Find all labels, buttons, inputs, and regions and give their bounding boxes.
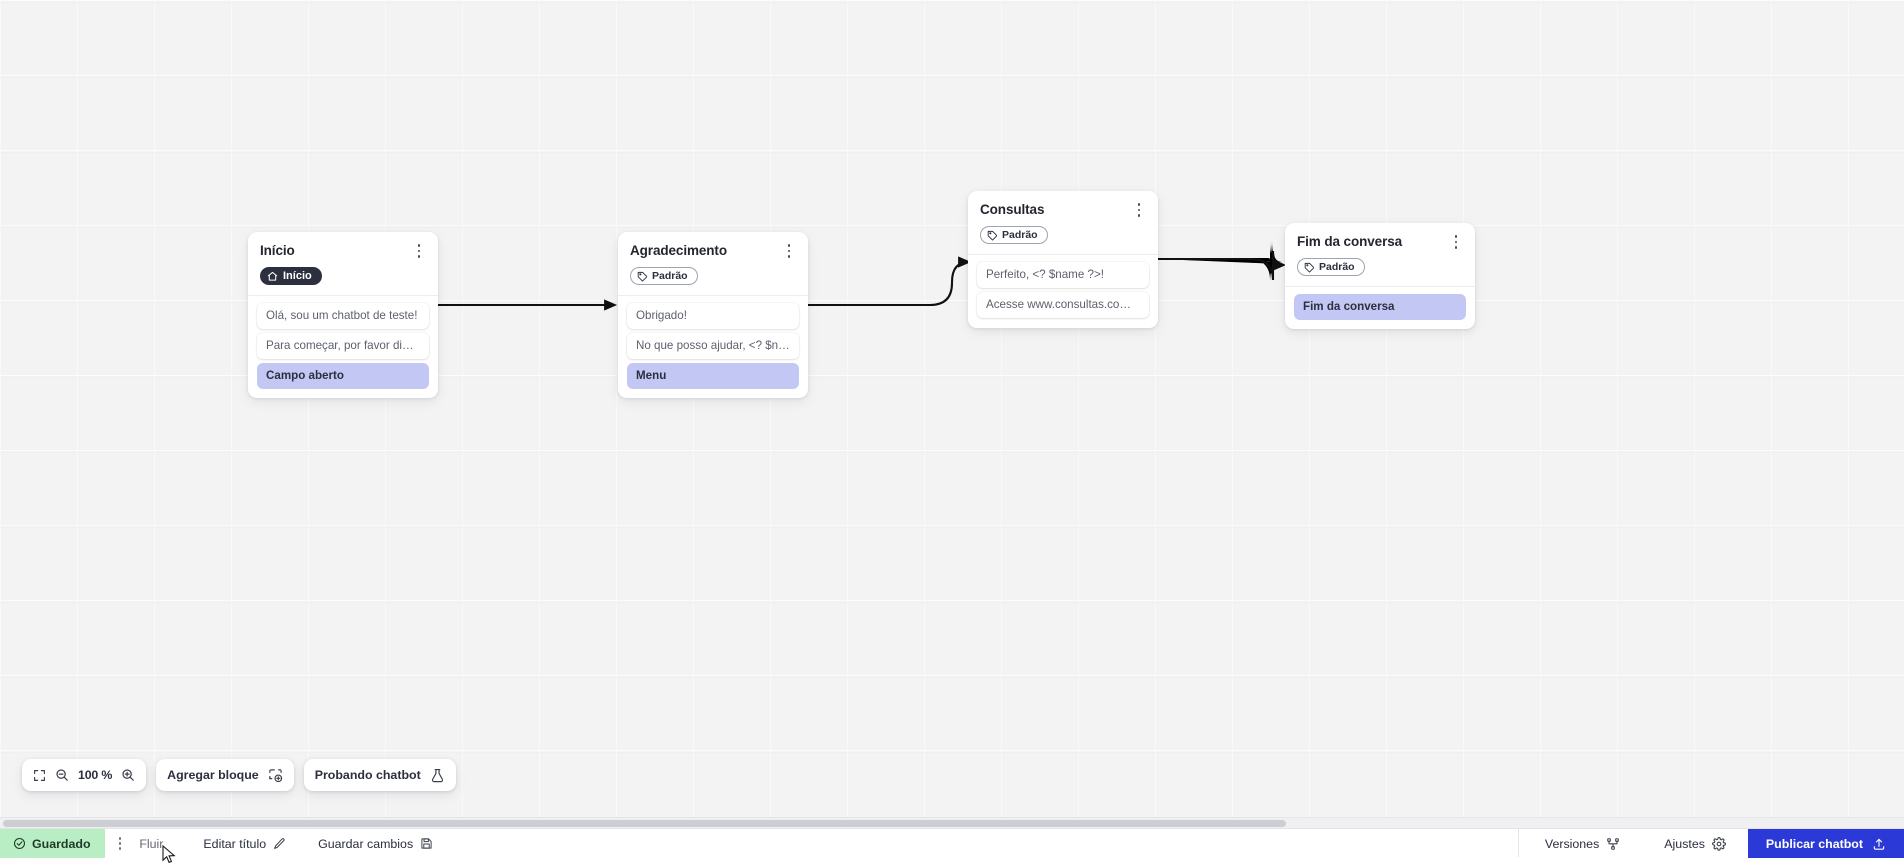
node-title: Início <box>260 243 295 259</box>
node-badges: Padrão <box>627 260 799 287</box>
versions-label: Versiones <box>1545 837 1599 851</box>
home-icon <box>267 271 278 282</box>
default-badge-label: Padrão <box>652 270 688 282</box>
node-title: Agradecimento <box>630 243 727 259</box>
save-changes-label: Guardar cambios <box>318 837 413 851</box>
node-header: Início <box>257 241 429 260</box>
node-header: Consultas <box>977 200 1149 219</box>
default-badge[interactable]: Padrão <box>1297 258 1365 276</box>
default-badge[interactable]: Padrão <box>980 226 1048 244</box>
default-badge-label: Padrão <box>1319 261 1355 273</box>
pencil-icon <box>273 837 286 850</box>
zoom-level: 100 % <box>78 768 112 782</box>
flow-tab[interactable]: Fluir <box>133 829 187 858</box>
scrollbar-thumb[interactable] <box>3 820 1286 827</box>
node-rows: Obrigado! No que posso ajudar, <? $name … <box>627 303 799 389</box>
message-row[interactable]: Para começar, por favor digite o ... <box>257 333 429 359</box>
add-block-label: Agregar bloque <box>167 768 259 782</box>
divider <box>618 295 808 296</box>
status-bar-left: Guardado Fluir Editar título Guardar cam… <box>0 829 449 857</box>
publish-label: Publicar chatbot <box>1766 837 1863 851</box>
node-inicio[interactable]: Início Início Olá, sou um chatbot de tes… <box>248 232 438 398</box>
save-icon <box>420 837 433 850</box>
zoom-controls: 100 % <box>22 759 146 791</box>
default-badge[interactable]: Padrão <box>630 267 698 285</box>
node-consultas[interactable]: Consultas Padrão Perfeito, <? $name ?>! … <box>968 191 1158 328</box>
action-row[interactable]: Fim da conversa <box>1294 294 1466 320</box>
default-badge-label: Padrão <box>1002 229 1038 241</box>
divider <box>1285 286 1475 287</box>
message-row[interactable]: Obrigado! <box>627 303 799 329</box>
node-badges: Padrão <box>977 219 1149 246</box>
message-row[interactable]: Acesse www.consultas.com par... <box>977 292 1149 318</box>
gear-icon <box>1712 837 1726 851</box>
node-rows: Olá, sou um chatbot de teste! Para começ… <box>257 303 429 389</box>
node-agradecimento[interactable]: Agradecimento Padrão Obrigado! No que po… <box>618 232 808 398</box>
edge-consultas-fim <box>1156 251 1284 280</box>
node-title: Consultas <box>980 202 1044 218</box>
node-rows: Perfeito, <? $name ?>! Acesse www.consul… <box>977 262 1149 318</box>
tag-icon <box>987 230 998 241</box>
start-badge-label: Início <box>283 270 312 282</box>
branch-icon <box>1606 837 1620 851</box>
saved-label: Guardado <box>32 837 91 851</box>
status-bar-right: Versiones Ajustes Publicar chatbot <box>1518 829 1904 857</box>
action-row[interactable]: Campo aberto <box>257 363 429 389</box>
node-title: Fim da conversa <box>1297 234 1402 250</box>
test-chatbot-label: Probando chatbot <box>315 768 421 782</box>
saved-status-badge: Guardado <box>0 829 105 858</box>
status-bar: Guardado Fluir Editar título Guardar cam… <box>0 828 1904 857</box>
tag-icon <box>637 271 648 282</box>
edit-title-label: Editar título <box>203 837 266 851</box>
kebab-icon <box>119 837 122 850</box>
settings-label: Ajustes <box>1664 837 1705 851</box>
start-badge[interactable]: Início <box>260 267 322 285</box>
save-changes-button[interactable]: Guardar cambios <box>302 829 449 858</box>
edit-title-button[interactable]: Editar título <box>187 829 302 858</box>
node-badges: Início <box>257 260 429 287</box>
node-menu-button[interactable] <box>1131 201 1147 219</box>
flow-menu-button[interactable] <box>105 829 134 858</box>
zoom-out-icon[interactable] <box>55 768 69 782</box>
test-chatbot-button[interactable]: Probando chatbot <box>304 759 456 791</box>
fit-screen-icon[interactable] <box>33 769 46 782</box>
settings-button[interactable]: Ajustes <box>1642 829 1748 858</box>
node-badges: Padrão <box>1294 251 1466 278</box>
node-menu-button[interactable] <box>411 242 427 260</box>
horizontal-scrollbar[interactable] <box>0 817 1904 828</box>
message-row[interactable]: Olá, sou um chatbot de teste! <box>257 303 429 329</box>
publish-chatbot-button[interactable]: Publicar chatbot <box>1748 829 1904 858</box>
connector-edges <box>0 0 1904 828</box>
add-block-icon <box>268 768 283 783</box>
action-row[interactable]: Menu <box>627 363 799 389</box>
upload-icon <box>1872 837 1886 851</box>
node-menu-button[interactable] <box>1448 233 1464 251</box>
add-block-button[interactable]: Agregar bloque <box>156 759 294 791</box>
canvas-toolbar: 100 % Agregar bloque Probando chatbot <box>22 759 456 791</box>
check-circle-icon <box>13 837 26 850</box>
node-fim-da-conversa[interactable]: Fim da conversa Padrão Fim da conversa <box>1285 223 1475 329</box>
flow-label: Fluir <box>139 837 163 851</box>
divider <box>248 295 438 296</box>
node-menu-button[interactable] <box>781 242 797 260</box>
message-row[interactable]: Perfeito, <? $name ?>! <box>977 262 1149 288</box>
flow-canvas[interactable]: Início Início Olá, sou um chatbot de tes… <box>0 0 1904 828</box>
tag-icon <box>1304 262 1315 273</box>
node-header: Agradecimento <box>627 241 799 260</box>
versions-button[interactable]: Versiones <box>1519 829 1642 858</box>
flask-icon <box>430 768 445 783</box>
node-rows: Fim da conversa <box>1294 294 1466 320</box>
node-header: Fim da conversa <box>1294 232 1466 251</box>
mouse-cursor <box>162 845 178 865</box>
message-row[interactable]: No que posso ajudar, <? $name ... <box>627 333 799 359</box>
zoom-in-icon[interactable] <box>121 768 135 782</box>
edge-agradecimento-consultas <box>805 262 969 305</box>
divider <box>968 254 1158 255</box>
